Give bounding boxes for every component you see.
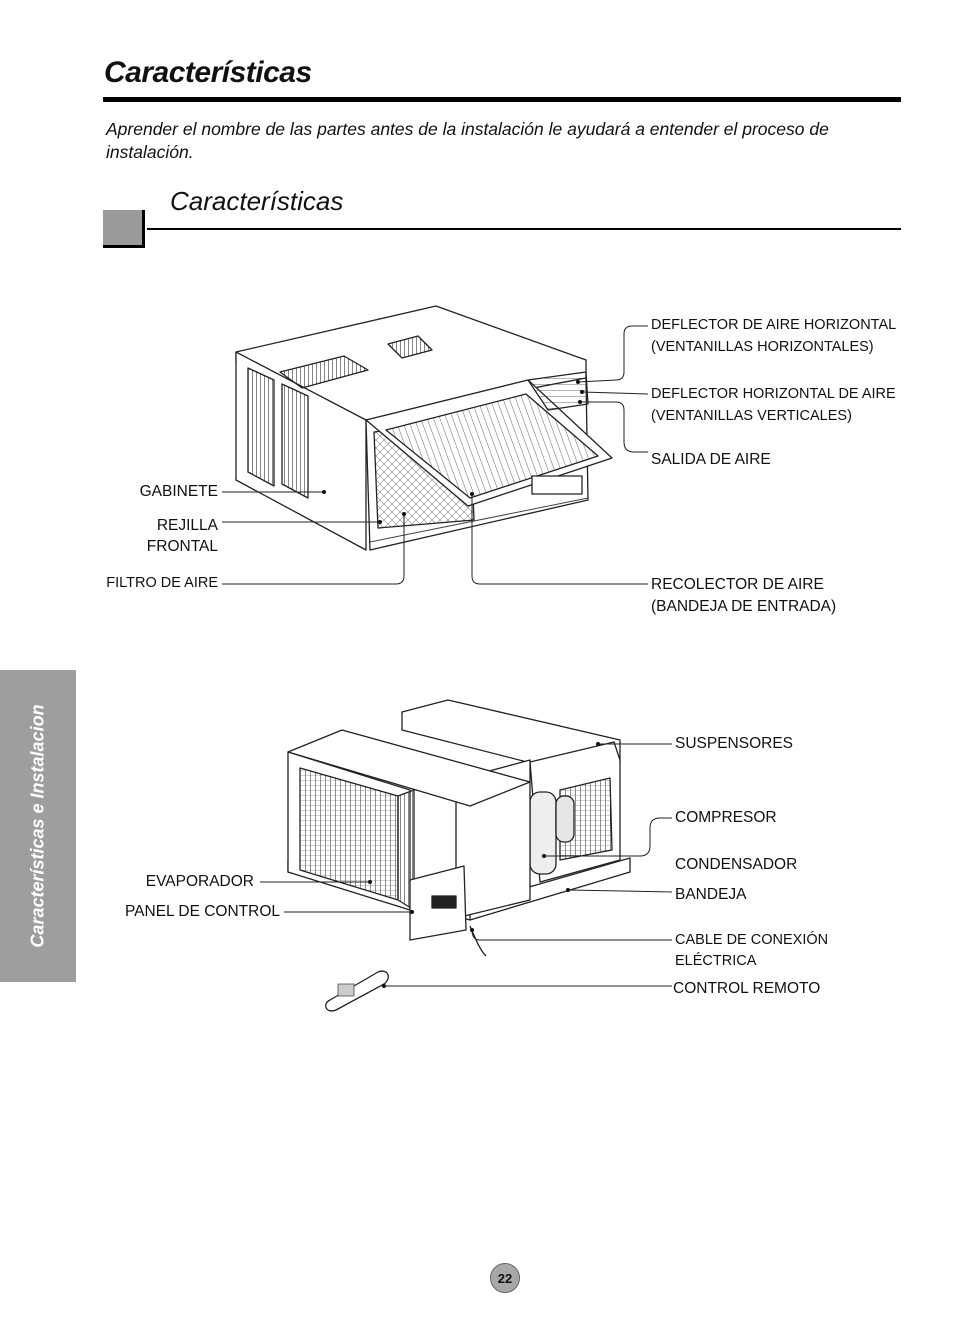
leader-lines (222, 325, 673, 987)
side-tab: Características e Instalacion (0, 670, 76, 982)
label-cable-conexion: CABLE DE CONEXIÓN (675, 932, 829, 948)
page-title: Características (104, 56, 312, 89)
label-salida-aire: SALIDA DE AIRE (651, 451, 771, 468)
label-filtro-aire: FILTRO DE AIRE (106, 575, 218, 591)
label-suspensores: SUSPENSORES (675, 735, 794, 752)
label-panel-control: PANEL DE CONTROL (124, 903, 280, 920)
label-gabinete: GABINETE (139, 483, 218, 500)
intro-paragraph: Aprender el nombre de las partes antes d… (106, 119, 829, 162)
label-condensador: CONDENSADOR (675, 856, 798, 873)
label-deflector-vertical-note: (VENTANILLAS VERTICALES) (651, 408, 852, 424)
air-conditioner-front-illustration (235, 305, 613, 551)
label-rejilla: REJILLA (156, 517, 218, 534)
chassis-illustration (287, 699, 631, 1012)
label-control-remoto: CONTROL REMOTO (673, 980, 821, 997)
title-rule (103, 97, 901, 102)
label-rejilla-frontal: FRONTAL (146, 538, 218, 555)
section-rule (147, 228, 901, 230)
label-deflector-vertical: DEFLECTOR HORIZONTAL DE AIRE (651, 386, 896, 402)
label-evaporador: EVAPORADOR (145, 873, 254, 890)
label-deflector-horizontal-note: (VENTANILLAS HORIZONTALES) (651, 339, 874, 355)
label-bandeja: BANDEJA (675, 886, 747, 903)
label-cable-electrica: ELÉCTRICA (675, 953, 757, 969)
label-recolector: RECOLECTOR DE AIRE (651, 576, 824, 593)
page-number: 22 (490, 1263, 520, 1293)
label-deflector-horizontal: DEFLECTOR DE AIRE HORIZONTAL (651, 317, 897, 333)
leader-dots (322, 380, 600, 988)
section-marker (103, 210, 145, 248)
label-recolector-note: (BANDEJA DE ENTRADA) (651, 598, 837, 615)
section-title: Características (170, 186, 344, 216)
label-compresor: COMPRESOR (675, 809, 777, 826)
